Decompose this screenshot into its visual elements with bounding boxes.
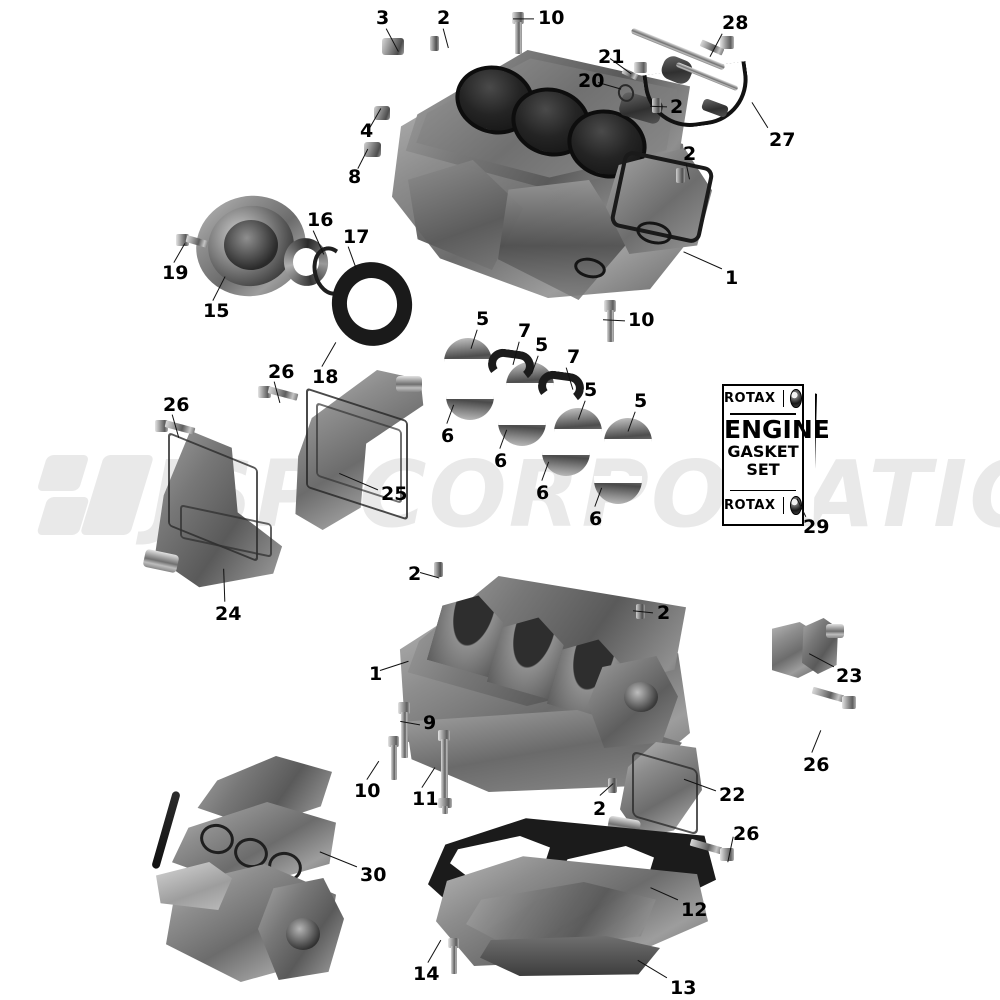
- callout-label-8: 8: [348, 166, 362, 188]
- callout-label-25: 25: [381, 483, 408, 505]
- gasket-set-card: ROTAX ENGINE GASKET SET ROTAX: [722, 384, 830, 526]
- oil-pan: [432, 848, 714, 984]
- long-crankcase-bolt: [438, 730, 450, 808]
- callout-label-26d: 26: [733, 823, 760, 845]
- callout-label-23: 23: [836, 665, 863, 687]
- callout-label-6d: 6: [589, 508, 603, 530]
- leader-line-18: [321, 342, 337, 368]
- main-bearing-shell-upper: [604, 418, 652, 446]
- callout-label-24: 24: [215, 603, 242, 625]
- callout-label-10c: 10: [354, 780, 381, 802]
- engine-mount-bracket: [606, 742, 724, 852]
- jsp-parallelogram-logo: [36, 451, 155, 539]
- dowel-pin: [430, 36, 439, 51]
- leader-line-26c: [811, 730, 822, 753]
- callout-label-3: 3: [376, 7, 390, 29]
- callout-label-2f: 2: [593, 798, 607, 820]
- divider: [782, 390, 784, 407]
- callout-label-10a: 10: [538, 7, 565, 29]
- callout-label-2a: 2: [437, 7, 451, 29]
- flange-bolt: [811, 686, 856, 710]
- callout-label-26a: 26: [163, 394, 190, 416]
- callout-label-22: 22: [719, 784, 746, 806]
- callout-label-7a: 7: [518, 320, 532, 342]
- crankcase-bolt: [398, 702, 410, 758]
- dowel-pin: [676, 168, 685, 183]
- callout-label-10b: 10: [628, 309, 655, 331]
- housing-gasket: [323, 253, 421, 355]
- sensor-bolt: [699, 36, 734, 58]
- callout-label-19: 19: [162, 262, 189, 284]
- callout-label-2d: 2: [408, 563, 422, 585]
- callout-label-5d: 5: [634, 390, 648, 412]
- oil-pan-bolt: [438, 798, 452, 814]
- engine-mount-bracket: [140, 424, 288, 594]
- main-bearing-shell-upper: [444, 338, 492, 366]
- main-bearing-shell-upper: [554, 408, 602, 436]
- rotax-wordmark: ROTAX: [724, 498, 776, 514]
- callout-label-30: 30: [360, 864, 387, 886]
- callout-label-14: 14: [413, 963, 440, 985]
- divider: [730, 489, 796, 492]
- callout-label-6a: 6: [441, 425, 455, 447]
- callout-label-11: 11: [412, 788, 439, 810]
- dowel-pin: [608, 778, 617, 793]
- divider: [730, 413, 796, 415]
- rotax-wordmark: ROTAX: [724, 391, 776, 406]
- callout-label-21: 21: [598, 46, 625, 68]
- card-brand-top: ROTAX: [724, 386, 802, 411]
- card-subtitle-2: SET: [746, 460, 780, 480]
- dowel-pin: [434, 562, 443, 577]
- flange-bolt: [258, 386, 299, 406]
- callout-label-26c: 26: [803, 754, 830, 776]
- callout-label-6c: 6: [536, 482, 550, 504]
- sealing-plug: [364, 142, 381, 157]
- callout-label-6b: 6: [494, 450, 508, 472]
- callout-label-29: 29: [803, 516, 830, 538]
- thrust-washer: [486, 346, 536, 384]
- leader-line-10a: [513, 18, 534, 20]
- callout-label-18: 18: [312, 366, 339, 388]
- oil-pan-bolt: [448, 938, 459, 974]
- card-brand-bottom: ROTAX: [724, 493, 802, 518]
- housing-bolt: [176, 234, 209, 252]
- callout-label-28: 28: [722, 12, 749, 34]
- callout-label-9: 9: [423, 712, 437, 734]
- sealing-plug: [374, 106, 390, 120]
- card-title: ENGINE: [724, 414, 830, 444]
- callout-label-1a: 1: [725, 267, 739, 289]
- engine-mount-bracket: [290, 370, 426, 530]
- callout-label-13: 13: [670, 977, 697, 999]
- hex-socket-bolt: [388, 736, 399, 780]
- engine-mount-block: [772, 616, 844, 682]
- callout-label-7b: 7: [567, 346, 581, 368]
- divider: [782, 497, 784, 515]
- callout-label-4: 4: [360, 120, 374, 142]
- flange-bolt: [155, 420, 196, 440]
- complete-engine-assembly: [138, 752, 380, 992]
- callout-label-12: 12: [681, 899, 708, 921]
- callout-label-5c: 5: [584, 379, 598, 401]
- card-subtitle-1: GASKET: [727, 441, 799, 461]
- hex-socket-bolt: [604, 300, 616, 342]
- callout-label-26b: 26: [268, 361, 295, 383]
- bearing-housing: [186, 185, 316, 307]
- callout-label-15: 15: [203, 300, 230, 322]
- callout-label-1b: 1: [369, 663, 383, 685]
- callout-label-2c: 2: [683, 143, 697, 165]
- callout-label-2b: 2: [670, 96, 684, 118]
- callout-label-17: 17: [343, 226, 370, 248]
- rotax-roundel-emblem: [790, 389, 802, 408]
- callout-label-5a: 5: [476, 308, 490, 330]
- thrust-washer: [536, 368, 586, 406]
- oil-seal: [279, 233, 333, 291]
- callout-label-2e: 2: [657, 602, 671, 624]
- callout-label-16: 16: [307, 209, 334, 231]
- callout-label-20: 20: [578, 70, 605, 92]
- screw: [621, 62, 648, 84]
- callout-label-5b: 5: [535, 334, 549, 356]
- callout-label-27: 27: [769, 129, 796, 151]
